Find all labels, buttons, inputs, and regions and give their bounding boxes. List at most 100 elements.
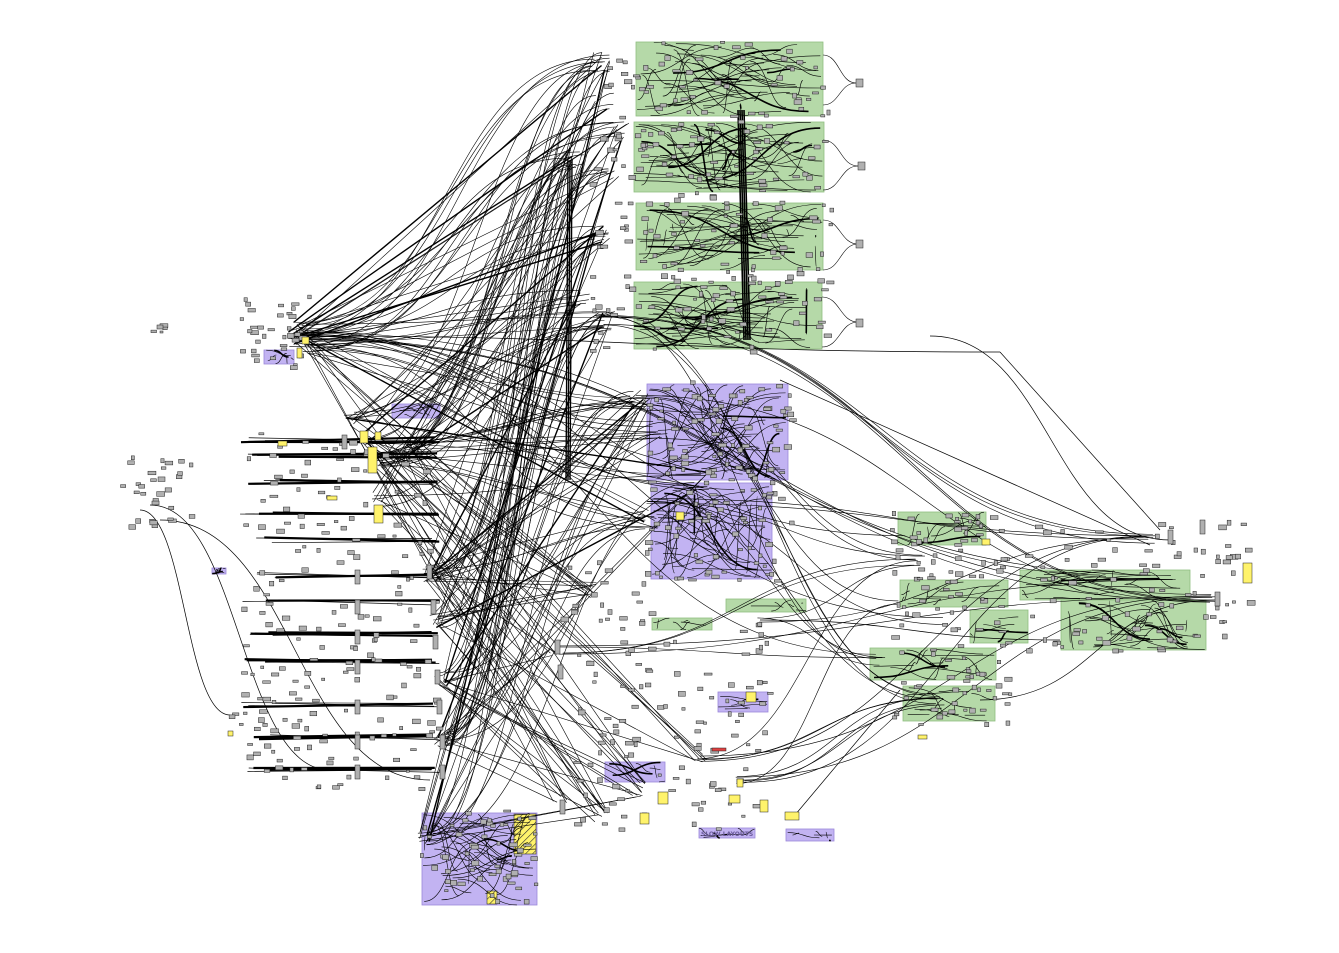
graph-node <box>799 311 807 315</box>
wire <box>707 334 730 345</box>
wire <box>305 344 650 399</box>
wire <box>649 767 661 770</box>
graph-node <box>625 284 630 289</box>
graph-node <box>334 520 339 523</box>
graph-node <box>724 205 730 211</box>
graph-node <box>1169 603 1175 609</box>
graph-node <box>769 571 775 577</box>
wire <box>1109 600 1113 637</box>
graph-node <box>620 627 626 631</box>
graph-node <box>397 585 402 589</box>
graph-node <box>965 675 971 679</box>
graph-node <box>571 609 579 615</box>
graph-node <box>949 610 955 615</box>
wire <box>648 149 742 161</box>
graph-node <box>774 205 783 211</box>
graph-node <box>726 269 730 274</box>
wire <box>659 492 683 571</box>
wire <box>437 822 458 872</box>
wire <box>698 827 709 835</box>
graph-node <box>665 172 674 177</box>
graph-node <box>290 365 298 370</box>
graph-node <box>697 418 705 422</box>
wire <box>1144 624 1187 646</box>
graph-node <box>316 548 321 553</box>
graph-node <box>392 733 397 737</box>
wire <box>750 60 787 108</box>
graph-node <box>816 324 824 330</box>
wire <box>744 703 935 782</box>
wire <box>677 433 758 446</box>
graph-node <box>720 262 730 266</box>
graph-node <box>259 570 266 576</box>
wire <box>371 452 657 519</box>
graph-node <box>755 147 763 151</box>
graph-node <box>1000 557 1008 562</box>
graph-node <box>963 708 968 712</box>
graph-node <box>895 554 901 561</box>
graph-node <box>274 474 283 479</box>
graph-node <box>605 617 610 621</box>
graph-node <box>499 822 505 827</box>
graph-node <box>363 469 368 473</box>
graph-node <box>765 124 773 129</box>
graph-node <box>127 460 135 465</box>
wire <box>650 94 734 116</box>
graph-node <box>657 417 665 421</box>
graph-node <box>736 778 744 788</box>
graph-node <box>751 275 757 282</box>
graph-node <box>449 824 455 827</box>
graph-node <box>574 822 583 827</box>
wire <box>739 109 747 341</box>
wire <box>419 61 610 833</box>
graph-node <box>767 217 773 223</box>
wire <box>355 417 704 488</box>
wire <box>983 624 1006 629</box>
graph-node <box>399 726 403 731</box>
wire <box>1131 615 1141 634</box>
graph-node <box>711 574 720 579</box>
wire <box>933 599 941 606</box>
wire <box>740 704 945 781</box>
graph-node <box>1050 575 1055 582</box>
graph-node <box>450 880 457 886</box>
graph-node <box>931 651 936 657</box>
wire <box>686 55 741 94</box>
wire <box>653 313 778 334</box>
graph-node <box>618 827 626 832</box>
wire <box>427 329 612 575</box>
graph-node <box>406 665 413 669</box>
graph-node <box>410 639 418 643</box>
wire <box>668 547 679 549</box>
graph-node <box>812 219 821 224</box>
wire <box>409 444 645 784</box>
graph-node <box>714 130 720 134</box>
graph-node <box>674 197 681 203</box>
wire <box>662 529 730 565</box>
graph-node <box>276 628 285 633</box>
graph-node <box>955 556 962 561</box>
graph-node <box>731 150 735 154</box>
graph-node <box>298 330 304 334</box>
wire <box>676 53 798 87</box>
wire <box>423 835 426 851</box>
wire <box>357 172 608 441</box>
graph-node <box>578 709 586 716</box>
graph-node <box>762 564 767 568</box>
wire <box>558 579 1176 655</box>
graph-node <box>756 124 763 130</box>
graph-node <box>735 465 743 470</box>
wire <box>299 334 588 593</box>
graph-node <box>162 326 168 330</box>
graph-node <box>748 281 756 286</box>
graph-node <box>711 747 727 752</box>
graph-node <box>264 743 272 749</box>
graph-node <box>357 614 365 620</box>
graph-node <box>1245 547 1253 553</box>
graph-node <box>417 540 423 545</box>
graph-node <box>979 671 986 677</box>
graph-node <box>903 696 909 700</box>
wire <box>648 286 694 294</box>
wire <box>380 104 614 453</box>
